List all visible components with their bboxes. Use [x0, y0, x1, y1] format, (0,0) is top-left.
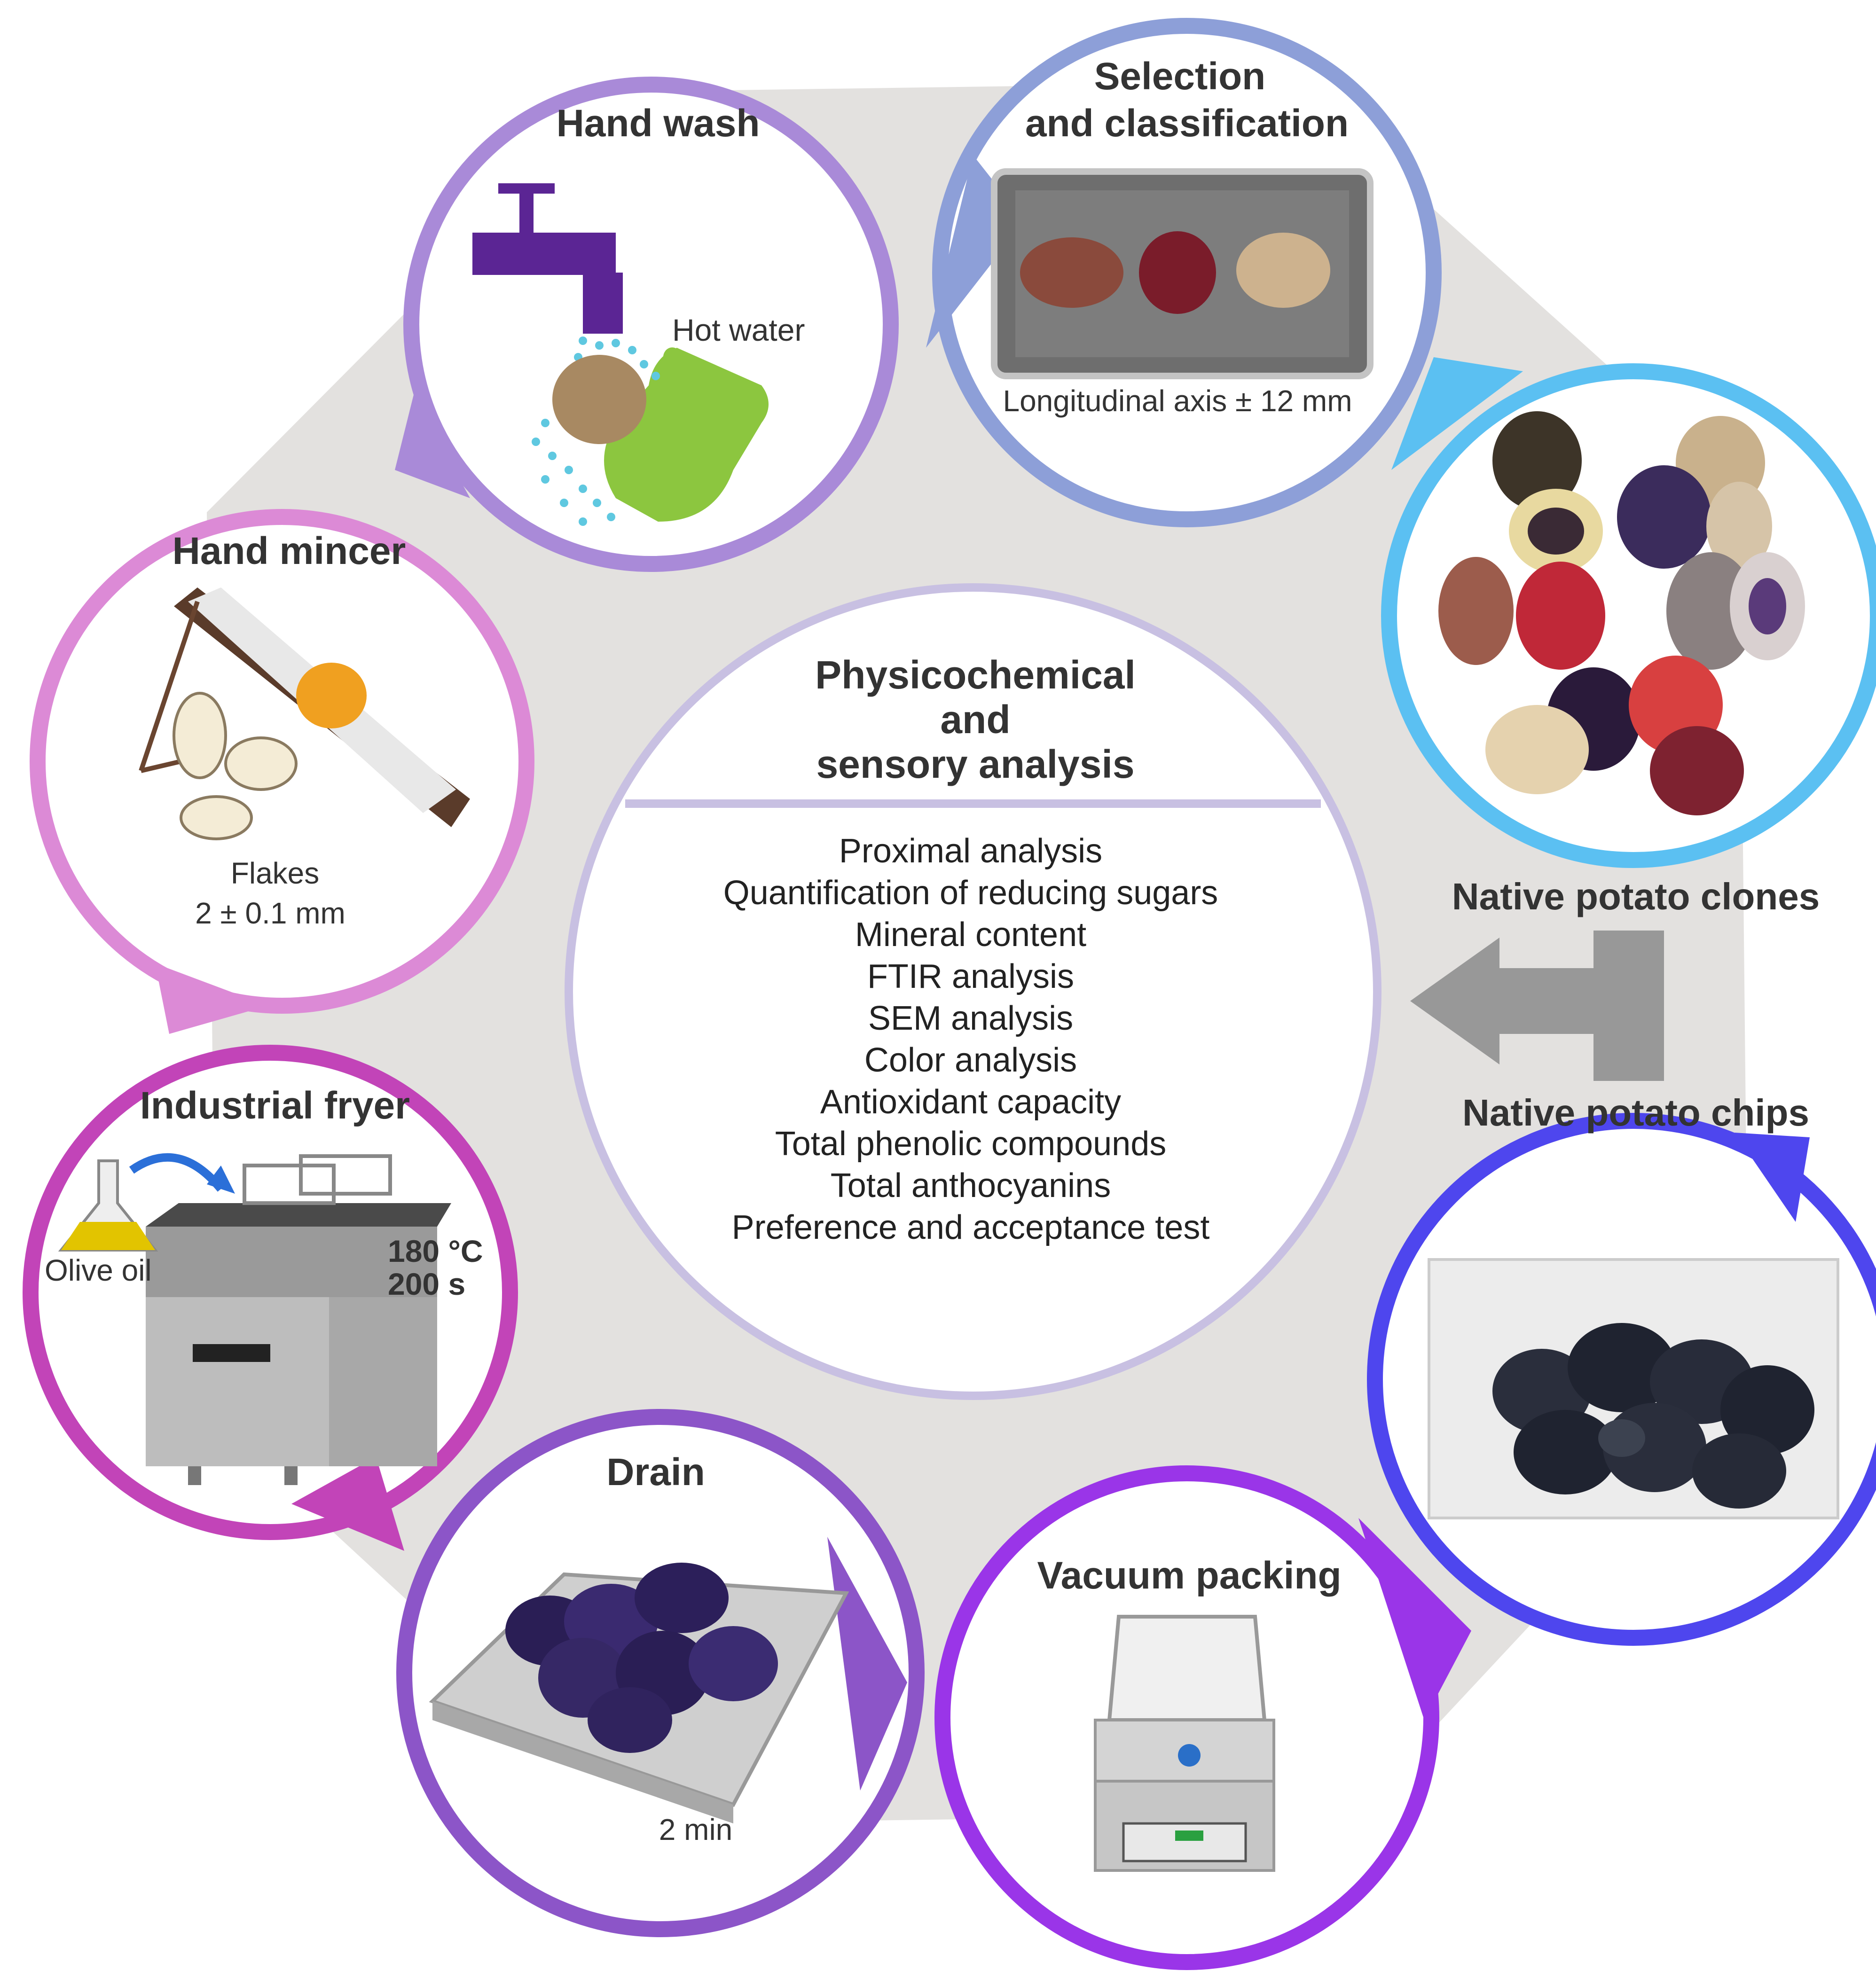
flask-icon — [58, 1159, 158, 1252]
pour-arrow-icon — [129, 1153, 224, 1192]
native-clones-node — [1381, 357, 1876, 868]
hand-wash-title: Hand wash — [557, 102, 760, 145]
center-title-line2: and — [940, 697, 1010, 742]
selection-title-line2: and classification — [1025, 102, 1349, 145]
washed-potato-icon — [552, 355, 646, 444]
chips-bag-icon — [1428, 1258, 1839, 1519]
analysis-item: Proximal analysis — [839, 832, 1102, 870]
return-arrow — [1410, 931, 1664, 1081]
hand-mincer-node: Hand mincer Flakes 2 ± 0.1 mm — [30, 509, 534, 1034]
native-clones-label: Native potato clones — [1452, 876, 1820, 917]
analysis-item: Color analysis — [864, 1041, 1077, 1079]
return-arrow-shape — [1410, 931, 1664, 1081]
center-analysis: Physicochemical and sensory analysis Pro… — [565, 583, 1381, 1400]
fryer-temperature: 180 °C — [388, 1234, 483, 1268]
native-chips-label: Native potato chips — [1462, 1092, 1809, 1134]
industrial-fryer-node: Industrial fryer Olive oil 180 °C 200 s — [23, 1045, 518, 1551]
vacuum-packing-title: Vacuum packing — [1037, 1554, 1341, 1597]
hand-wash-node: Hand wash Hot water — [395, 77, 899, 572]
fryer-time: 200 s — [388, 1267, 465, 1301]
drain-caption: 2 min — [659, 1813, 733, 1846]
analysis-item: SEM analysis — [868, 1000, 1073, 1037]
analysis-item: Total phenolic compounds — [775, 1125, 1167, 1163]
center-title-line3: sensory analysis — [816, 742, 1134, 786]
water-drops-icon — [532, 336, 660, 526]
tray-icon — [991, 168, 1374, 379]
native-chips-node — [1367, 1113, 1876, 1646]
native-chips-pointer — [1735, 1133, 1810, 1222]
selection-caption: Longitudinal axis ± 12 mm — [1003, 384, 1352, 418]
hand-mincer-pointer — [155, 963, 268, 1034]
analysis-item: Mineral content — [855, 916, 1086, 954]
vacuum-packing-pointer — [1358, 1518, 1471, 1720]
pour-arrowhead-icon — [207, 1166, 235, 1194]
hand-mincer-title: Hand mincer — [173, 530, 406, 572]
drain-pointer — [827, 1537, 907, 1791]
potato-pile-icon — [1438, 411, 1805, 815]
mandoline-icon — [139, 587, 470, 840]
center-title-line1: Physicochemical — [815, 653, 1136, 697]
drain-rack-icon — [429, 1563, 849, 1823]
analysis-item: Preference and acceptance test — [732, 1209, 1210, 1246]
fryer-oil-label: Olive oil — [45, 1253, 152, 1287]
vacuum-sealer-icon — [1094, 1615, 1275, 1872]
drain-node: Drain 2 min — [396, 1409, 925, 1937]
industrial-fryer-pointer — [291, 1457, 404, 1551]
analysis-item: FTIR analysis — [867, 958, 1074, 995]
hand-wash-caption: Hot water — [672, 313, 805, 347]
center-ring — [565, 583, 1381, 1400]
native-clones-pointer — [1391, 357, 1523, 470]
industrial-fryer-title: Industrial fryer — [140, 1084, 410, 1127]
selection-title-line1: Selection — [1094, 55, 1266, 98]
analysis-item: Total anthocyanins — [831, 1167, 1111, 1205]
hand-mincer-caption-line1: Flakes — [231, 856, 320, 890]
hand-mincer-caption-line2: 2 ± 0.1 mm — [195, 896, 345, 930]
selection-node: Selection and classification Longitudina… — [926, 18, 1442, 527]
fryer-icon — [146, 1154, 451, 1485]
analysis-item: Quantification of reducing sugars — [723, 874, 1218, 912]
drain-title: Drain — [606, 1451, 705, 1494]
hand-wash-pointer — [395, 395, 470, 498]
vacuum-packing-node: Vacuum packing — [934, 1465, 1471, 1970]
faucet-icon — [472, 183, 623, 334]
analysis-item: Antioxidant capacity — [820, 1083, 1121, 1121]
